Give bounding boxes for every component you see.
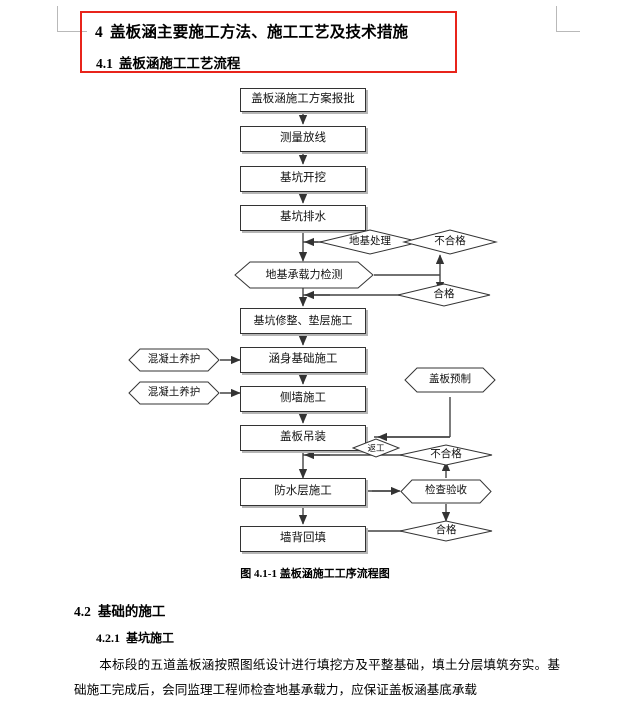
flow-node-waterproof-layer[interactable]: 防水层施工 bbox=[240, 478, 366, 506]
heading-4-1: 4.1 盖板涵施工工艺流程 bbox=[96, 52, 240, 72]
heading1-text: 盖板涵主要施工方法、施工工艺及技术措施 bbox=[109, 24, 409, 41]
heading1-number: 4 bbox=[95, 24, 103, 41]
flow-node-pass-upper[interactable]: 合格 bbox=[396, 282, 492, 308]
red-highlight-box bbox=[80, 11, 457, 73]
figure-caption: 图 4.1-1 盖板涵施工工序流程图 bbox=[240, 568, 390, 580]
flow-node-foundation-pit-excavation[interactable]: 基坑开挖 bbox=[240, 166, 366, 192]
heading-4-2: 4.2 基础的施工 bbox=[74, 600, 165, 620]
flow-node-pit-trimming-cushion[interactable]: 基坑修整、垫层施工 bbox=[240, 308, 366, 334]
flow-node-plan-approval[interactable]: 盖板涵施工方案报批 bbox=[240, 88, 366, 112]
flow-node-cover-slab-hoisting[interactable]: 盖板吊装 bbox=[240, 425, 366, 451]
flowchart: 盖板涵施工方案报批 测量放线 基坑开挖 基坑排水 基坑修整、垫层施工 涵身基础施… bbox=[128, 88, 498, 552]
flow-node-label: 混凝土养护 bbox=[147, 386, 201, 398]
body-paragraph: 本标段的五道盖板涵按照图纸设计进行填挖方及平整基础，填土分层填筑夯实。基础施工完… bbox=[74, 657, 560, 697]
flow-node-concrete-curing-2[interactable]: 混凝土养护 bbox=[128, 381, 220, 405]
hexagon-shape-icon bbox=[400, 479, 492, 504]
flow-node-fail-lower[interactable]: 不合格 bbox=[398, 443, 494, 467]
heading-4-2-number: 4.2 bbox=[74, 604, 91, 619]
flow-node-label: 返工 bbox=[367, 442, 385, 453]
flow-node-label: 不合格 bbox=[430, 448, 462, 460]
heading-4-2-1: 4.2.1 基坑施工 bbox=[96, 629, 174, 646]
hexagon-shape-icon bbox=[128, 381, 220, 405]
flow-node-pass-lower[interactable]: 合格 bbox=[398, 519, 494, 543]
heading-4-2-1-text: 基坑施工 bbox=[126, 631, 175, 645]
flow-node-label: 盖板吊装 bbox=[280, 431, 326, 444]
flow-node-label: 基坑开挖 bbox=[280, 172, 326, 185]
flow-node-label: 地基处理 bbox=[349, 235, 391, 247]
flow-node-label: 侧墙施工 bbox=[280, 392, 326, 405]
flow-node-label: 地基承载力检测 bbox=[265, 268, 343, 281]
flow-node-label: 测量放线 bbox=[280, 132, 326, 145]
flow-node-concrete-curing-1[interactable]: 混凝土养护 bbox=[128, 348, 220, 372]
flow-node-label: 不合格 bbox=[434, 235, 466, 247]
flow-node-label: 合格 bbox=[433, 288, 455, 300]
flow-node-rework[interactable]: 返工 bbox=[352, 438, 400, 458]
page-title: 4 盖板涵主要施工方法、施工工艺及技术措施 bbox=[95, 20, 408, 42]
flow-node-label: 合格 bbox=[435, 524, 457, 536]
hexagon-shape-icon bbox=[128, 348, 220, 372]
flow-node-pit-dewatering[interactable]: 基坑排水 bbox=[240, 205, 366, 231]
heading-4-2-text: 基础的施工 bbox=[97, 604, 166, 619]
flow-node-fail-upper[interactable]: 不合格 bbox=[402, 228, 498, 256]
hexagon-shape-icon bbox=[404, 367, 496, 393]
flow-node-backfill-behind-wall[interactable]: 墙背回填 bbox=[240, 526, 366, 552]
diamond-shape-icon bbox=[399, 444, 493, 466]
flow-node-label: 防水层施工 bbox=[274, 485, 332, 498]
heading2-text: 盖板涵施工工艺流程 bbox=[118, 56, 241, 71]
diamond-shape-icon bbox=[399, 520, 493, 542]
flow-node-label: 基坑排水 bbox=[280, 211, 326, 224]
flow-node-label: 墙背回填 bbox=[280, 532, 326, 545]
flow-node-label: 混凝土养护 bbox=[147, 353, 201, 365]
flow-node-inspection-acceptance[interactable]: 检查验收 bbox=[400, 479, 492, 504]
flow-node-label: 检查验收 bbox=[425, 485, 467, 497]
flow-node-label: 盖板涵施工方案报批 bbox=[251, 93, 355, 106]
flow-node-culvert-foundation[interactable]: 涵身基础施工 bbox=[240, 347, 366, 373]
flow-node-side-wall-construction[interactable]: 侧墙施工 bbox=[240, 386, 366, 412]
diamond-shape-icon bbox=[397, 283, 491, 307]
flow-node-label: 涵身基础施工 bbox=[268, 353, 338, 366]
flow-node-survey-setout[interactable]: 测量放线 bbox=[240, 126, 366, 152]
flow-node-label: 盖板预制 bbox=[429, 373, 471, 385]
heading-4-2-1-number: 4.2.1 bbox=[96, 631, 120, 645]
hexagon-shape-icon bbox=[234, 261, 374, 289]
flow-node-label: 基坑修整、垫层施工 bbox=[253, 314, 353, 327]
flow-node-bearing-capacity-test[interactable]: 地基承载力检测 bbox=[234, 261, 374, 289]
diamond-shape-icon bbox=[402, 229, 498, 255]
flow-node-slab-precast[interactable]: 盖板预制 bbox=[404, 367, 496, 393]
diamond-shape-icon bbox=[352, 438, 400, 458]
heading2-number: 4.1 bbox=[96, 56, 113, 71]
